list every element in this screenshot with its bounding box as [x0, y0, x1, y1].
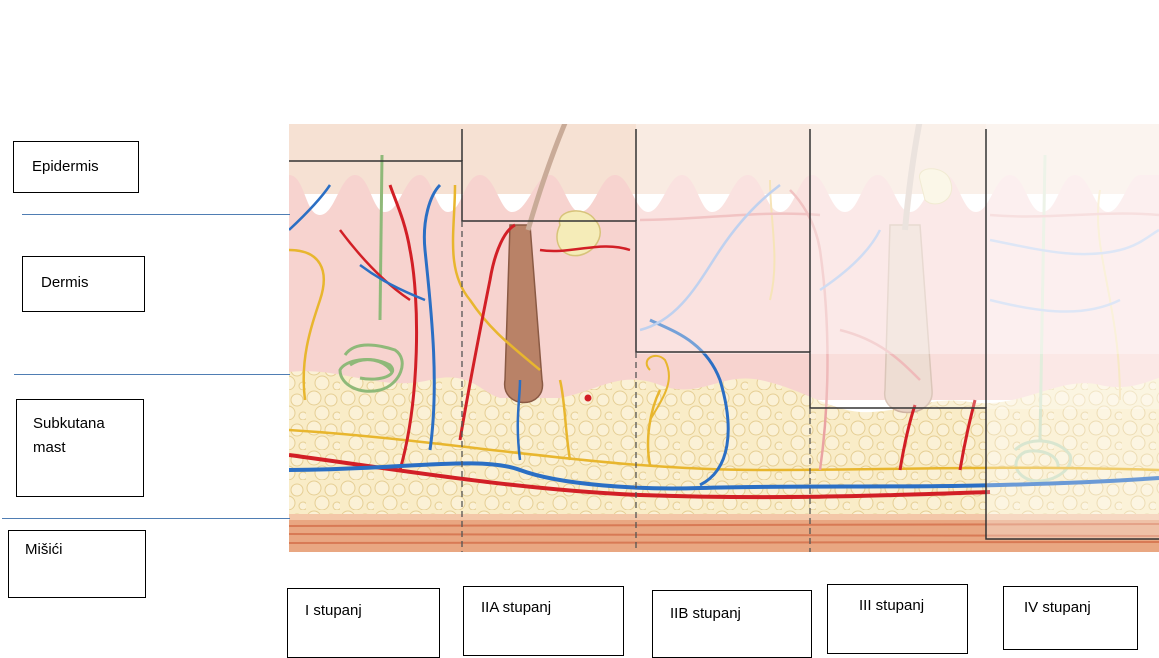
- muscle-label: Mišići: [25, 541, 63, 558]
- epidermis-dermis-boundary-line: [22, 214, 290, 215]
- stage-IIB-label: IIB stupanj: [670, 605, 741, 622]
- stage-IIA-label: IIA stupanj: [481, 599, 551, 616]
- subcutis-muscle-boundary-line: [2, 518, 290, 519]
- stage-III-label-box: III stupanj: [827, 584, 968, 654]
- epidermis-label: Epidermis: [32, 158, 99, 175]
- stage-III-label: III stupanj: [859, 597, 924, 614]
- stage-I-label-box: I stupanj: [287, 588, 440, 658]
- muscle-label-box: Mišići: [8, 530, 146, 598]
- dermis-label: Dermis: [41, 274, 89, 291]
- epidermis-label-box: Epidermis: [13, 141, 139, 193]
- subcutaneous-fat-label: Subkutana mast: [33, 412, 105, 460]
- stage-IIB-label-box: IIB stupanj: [652, 590, 812, 658]
- stage-IV-label: IV stupanj: [1024, 599, 1091, 616]
- dermis-label-box: Dermis: [22, 256, 145, 312]
- subcutaneous-fat-label-box: Subkutana mast: [16, 399, 144, 497]
- stage-IV-label-box: IV stupanj: [1003, 586, 1138, 650]
- stage-I-label: I stupanj: [305, 602, 362, 619]
- dermis-subcutis-boundary-line: [14, 374, 290, 375]
- stage-IIA-label-box: IIA stupanj: [463, 586, 624, 656]
